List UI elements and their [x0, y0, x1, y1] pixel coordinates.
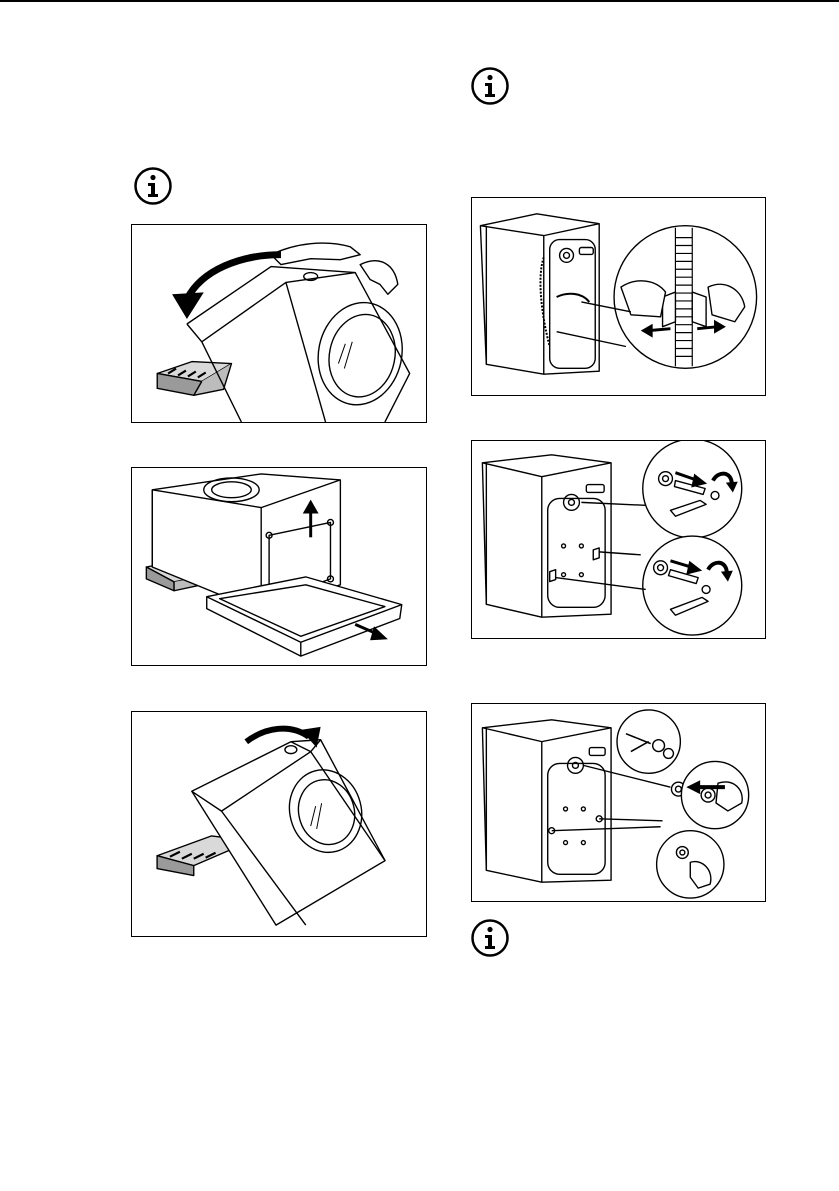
info-icon [470, 66, 510, 106]
figure-unscrew-bolts [471, 440, 766, 639]
info-icon [133, 166, 173, 206]
illustration-unscrew-bolts [472, 441, 765, 638]
illustration-remove-hose-clips [472, 198, 765, 395]
illustration-remove-base [132, 468, 426, 665]
illustration-tilt-upright [132, 712, 426, 936]
figure-insert-caps [471, 703, 766, 902]
figure-tilt-back [131, 224, 427, 423]
illustration-tilt-back [132, 225, 426, 422]
figure-tilt-upright [131, 711, 427, 937]
info-icon [470, 918, 510, 958]
figure-remove-hose-clips [471, 197, 766, 396]
illustration-insert-caps [472, 704, 765, 901]
figure-remove-base [131, 467, 427, 666]
top-rule [0, 0, 839, 2]
